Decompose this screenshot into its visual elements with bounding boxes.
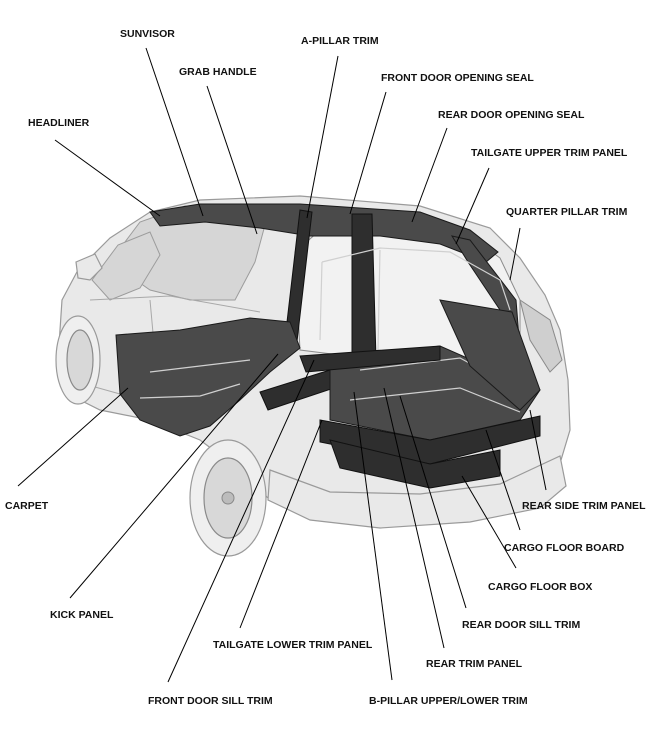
leader-quarter-pillar-trim <box>509 227 521 281</box>
label-quarter-pillar-trim: QUARTER PILLAR TRIM <box>506 206 628 218</box>
label-rear-door-sill-trim: REAR DOOR SILL TRIM <box>462 619 580 631</box>
cargo-floor-box-part <box>329 439 501 489</box>
label-cargo-floor-box: CARGO FLOOR BOX <box>488 581 592 593</box>
carpet-detail <box>139 359 251 399</box>
tailgate-lower-trim-part <box>299 345 441 373</box>
leader-tailgate-lower-trim-panel <box>239 419 323 629</box>
leader-cargo-floor-box <box>461 475 517 569</box>
side-mirror <box>75 253 103 281</box>
leader-headliner <box>54 139 161 217</box>
labels: SUNVISOR A-PILLAR TRIM GRAB HANDLE FRONT… <box>5 28 646 707</box>
leader-front-door-opening-seal <box>349 91 387 215</box>
label-tailgate-upper-trim-panel: TAILGATE UPPER TRIM PANEL <box>471 147 628 159</box>
label-rear-trim-panel: REAR TRIM PANEL <box>426 658 523 670</box>
leader-carpet <box>17 387 129 487</box>
front-wheel-rim <box>66 329 94 391</box>
interior-cutaway <box>115 203 541 489</box>
label-carpet: CARPET <box>5 500 49 512</box>
label-kick-panel: KICK PANEL <box>50 609 114 621</box>
leader-kick-panel <box>69 353 279 599</box>
leader-a-pillar-trim <box>306 55 339 219</box>
body-line-upper <box>89 295 261 313</box>
leader-b-pillar-trim <box>353 391 393 681</box>
front-side-window <box>91 231 161 301</box>
leader-rear-door-sill-trim <box>399 395 467 609</box>
label-a-pillar-trim: A-PILLAR TRIM <box>301 35 379 47</box>
label-sunvisor: SUNVISOR <box>120 28 175 40</box>
door-opening-reveal <box>319 249 381 351</box>
label-b-pillar-upper-lower-trim: B-PILLAR UPPER/LOWER TRIM <box>369 695 528 707</box>
tail-light <box>519 298 563 373</box>
carpet-part <box>115 317 301 437</box>
b-pillar-part <box>351 213 377 363</box>
leader-sunvisor <box>145 47 204 217</box>
label-rear-side-trim-panel: REAR SIDE TRIM PANEL <box>522 500 646 512</box>
leader-front-door-sill-trim <box>167 359 315 683</box>
rear-side-trim-part <box>439 299 541 411</box>
label-headliner: HEADLINER <box>28 117 90 129</box>
rear-bumper <box>267 455 567 529</box>
leader-rear-side-trim-panel <box>529 409 547 491</box>
label-front-door-opening-seal: FRONT DOOR OPENING SEAL <box>381 72 534 84</box>
leader-rear-door-opening-seal <box>411 127 448 223</box>
window-reveal <box>321 247 511 311</box>
label-tailgate-lower-trim-panel: TAILGATE LOWER TRIM PANEL <box>213 639 373 651</box>
leader-tailgate-upper-trim-panel <box>455 167 490 245</box>
leader-cargo-floor-board <box>485 429 521 531</box>
leader-lines <box>17 47 547 683</box>
leader-grab-handle <box>206 85 258 235</box>
leader-rear-trim-panel <box>383 387 445 649</box>
label-front-door-sill-trim: FRONT DOOR SILL TRIM <box>148 695 273 707</box>
label-rear-door-opening-seal: REAR DOOR OPENING SEAL <box>438 109 585 121</box>
rear-wheel-hub <box>221 491 235 505</box>
label-cargo-floor-board: CARGO FLOOR BOARD <box>504 542 625 554</box>
label-grab-handle: GRAB HANDLE <box>179 66 257 78</box>
